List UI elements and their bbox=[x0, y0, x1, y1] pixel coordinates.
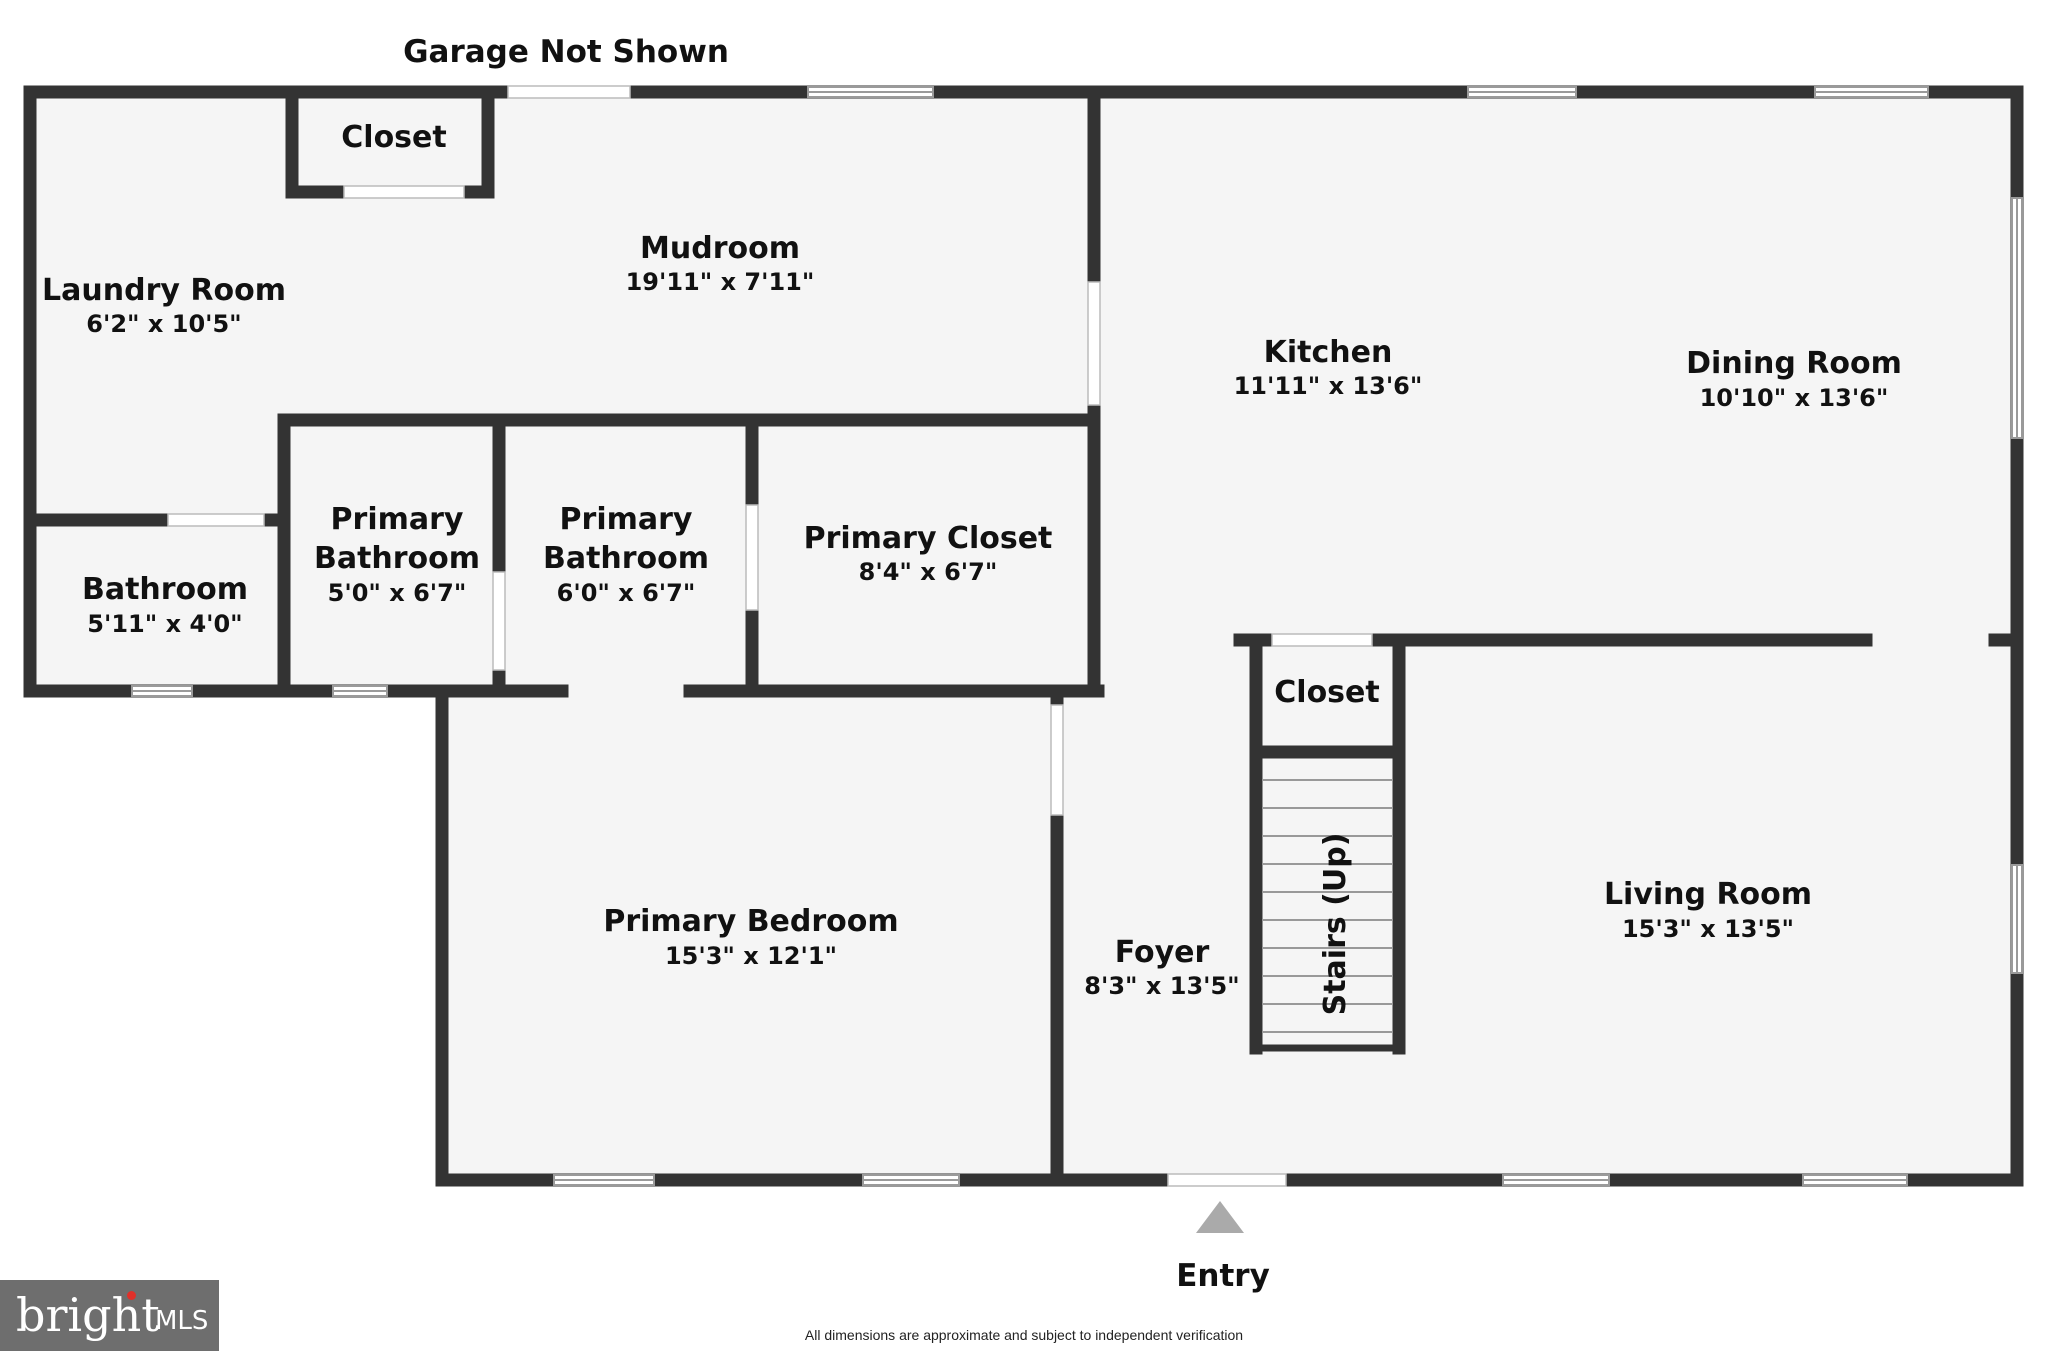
door-openings bbox=[167, 85, 1373, 1187]
floor-area bbox=[30, 92, 2017, 1180]
room-dim-primary-bath-2: 6'0" x 6'7" bbox=[557, 579, 696, 607]
room-dim-foyer: 8'3" x 13'5" bbox=[1084, 972, 1239, 1000]
room-name-foyer: Foyer bbox=[1115, 935, 1210, 970]
room-name-living: Living Room bbox=[1604, 877, 1812, 912]
room-name-closet-top: Closet bbox=[341, 120, 446, 155]
room-name-primary-bath-1-line2: Bathroom bbox=[314, 541, 480, 576]
room-dim-dining: 10'10" x 13'6" bbox=[1700, 384, 1889, 412]
room-dim-bathroom: 5'11" x 4'0" bbox=[87, 610, 242, 638]
watermark-suffix: MLS bbox=[155, 1306, 209, 1336]
brand-watermark: bright MLS bbox=[0, 1280, 219, 1351]
room-name-primary-bath-2-line1: Primary bbox=[560, 502, 693, 537]
stair-treads bbox=[1256, 779, 1399, 1052]
room-name-primary-bath-1-line1: Primary bbox=[331, 502, 464, 537]
room-dim-living: 15'3" x 13'5" bbox=[1622, 915, 1794, 943]
windows bbox=[131, 86, 2023, 1186]
disclaimer: All dimensions are approximate and subje… bbox=[804, 1327, 1244, 1343]
room-name-closet-stairs: Closet bbox=[1274, 675, 1379, 710]
room-dim-primary-bath-1: 5'0" x 6'7" bbox=[328, 579, 467, 607]
garage-note: Garage Not Shown bbox=[403, 34, 729, 70]
room-name-primary-bedroom: Primary Bedroom bbox=[603, 904, 898, 939]
room-name-stairs: Stairs (Up) bbox=[1318, 833, 1353, 1016]
room-name-primary-bath-2-line2: Bathroom bbox=[543, 541, 709, 576]
room-dim-primary-closet: 8'4" x 6'7" bbox=[859, 558, 998, 586]
room-dim-primary-bedroom: 15'3" x 12'1" bbox=[665, 942, 837, 970]
room-name-kitchen: Kitchen bbox=[1264, 335, 1393, 370]
room-dim-laundry: 6'2" x 10'5" bbox=[86, 310, 241, 338]
entry-label: Entry bbox=[1176, 1258, 1270, 1294]
room-name-mudroom: Mudroom bbox=[640, 231, 800, 266]
watermark-word: bright bbox=[16, 1288, 160, 1342]
room-name-dining: Dining Room bbox=[1686, 346, 1902, 381]
watermark-dot-icon bbox=[127, 1291, 136, 1300]
room-dim-kitchen: 11'11" x 13'6" bbox=[1234, 372, 1423, 400]
entry-arrow-icon bbox=[1196, 1201, 1244, 1233]
room-name-bathroom: Bathroom bbox=[82, 572, 248, 607]
room-name-laundry: Laundry Room bbox=[42, 273, 286, 308]
room-name-primary-closet: Primary Closet bbox=[804, 521, 1053, 556]
room-dim-mudroom: 19'11" x 7'11" bbox=[626, 268, 815, 296]
